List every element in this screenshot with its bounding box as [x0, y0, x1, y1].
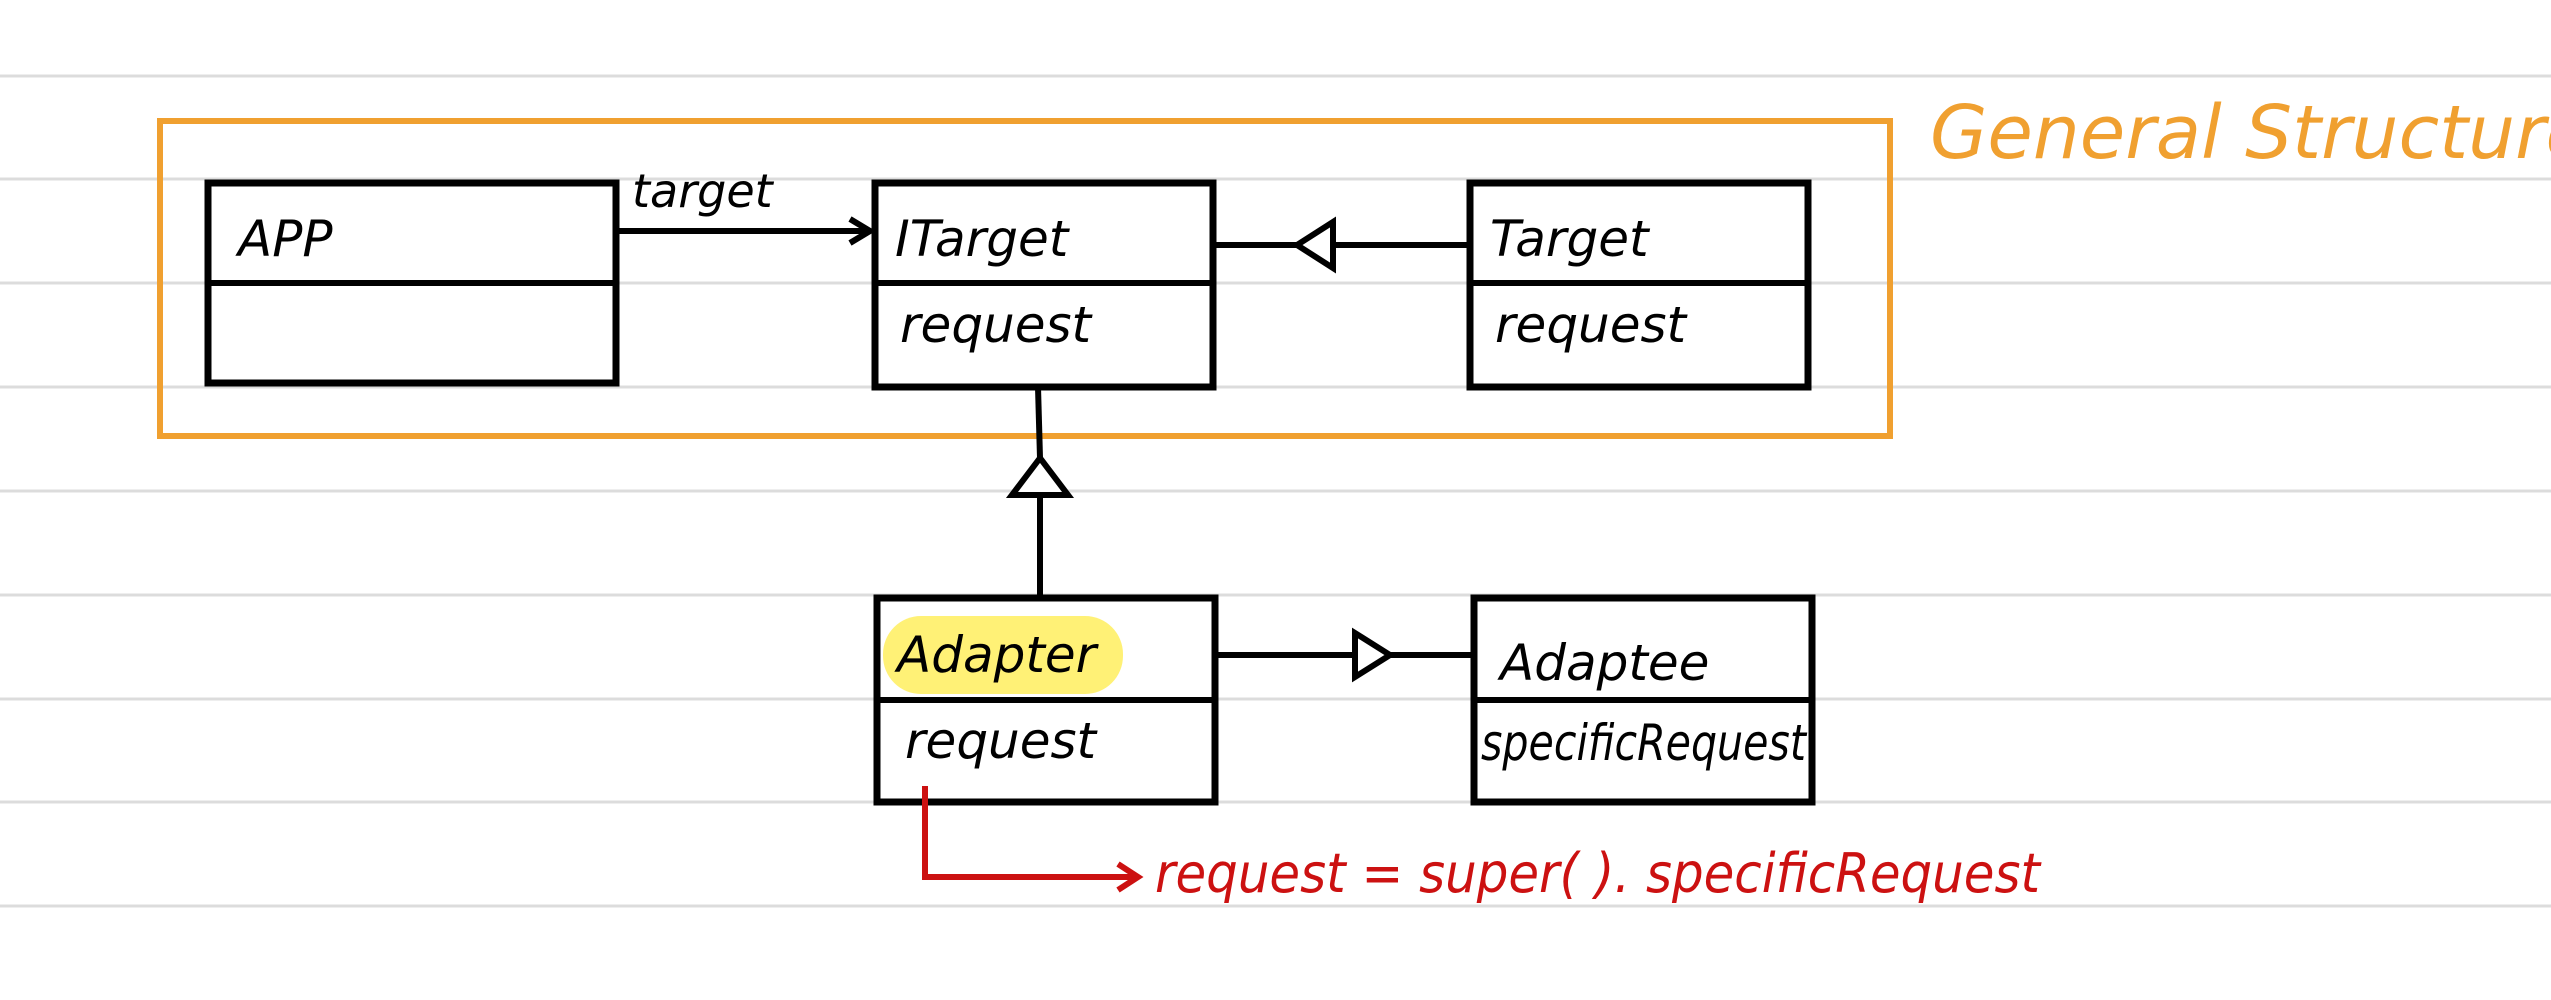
association-label: target	[632, 164, 775, 218]
class-adaptee: Adaptee specificRequest	[1470, 594, 1816, 806]
generalization-adapter-itarget	[1005, 386, 1075, 598]
generalization-line	[1035, 386, 1043, 459]
class-name: ITarget	[895, 210, 1071, 268]
class-name: APP	[235, 210, 333, 268]
highlight-mark	[883, 616, 1123, 694]
class-target: Target request	[1466, 179, 1812, 391]
generalization-triangle	[1291, 216, 1336, 274]
arrow-head	[848, 216, 876, 246]
generalization-target-itarget	[1213, 216, 1470, 274]
class-itarget: ITarget request	[871, 179, 1217, 391]
class-adapter: Adapter request	[873, 594, 1219, 806]
frame-title: General Structure	[1930, 90, 2551, 176]
generalization-triangle	[1005, 453, 1075, 498]
generalization-triangle	[1352, 627, 1396, 683]
note-arrow-head	[1116, 861, 1144, 893]
class-member: request	[905, 712, 1099, 770]
note-text: request = super( ). specificRequest	[1155, 842, 2042, 905]
class-member: specificRequest	[1481, 714, 1808, 772]
general-structure-frame	[157, 118, 1893, 439]
class-name: Adaptee	[1497, 634, 1709, 692]
class-name: Target	[1490, 210, 1651, 268]
class-app: APP	[204, 179, 620, 387]
class-name: Adapter	[894, 626, 1100, 684]
class-member: request	[1495, 296, 1689, 354]
generalization-adapter-adaptee	[1215, 627, 1474, 683]
ruled-lines	[0, 74, 2551, 908]
note-connector	[922, 786, 1135, 880]
association-app-itarget: target	[616, 164, 876, 246]
class-member: request	[900, 296, 1094, 354]
implementation-note: request = super( ). specificRequest	[922, 786, 2042, 905]
